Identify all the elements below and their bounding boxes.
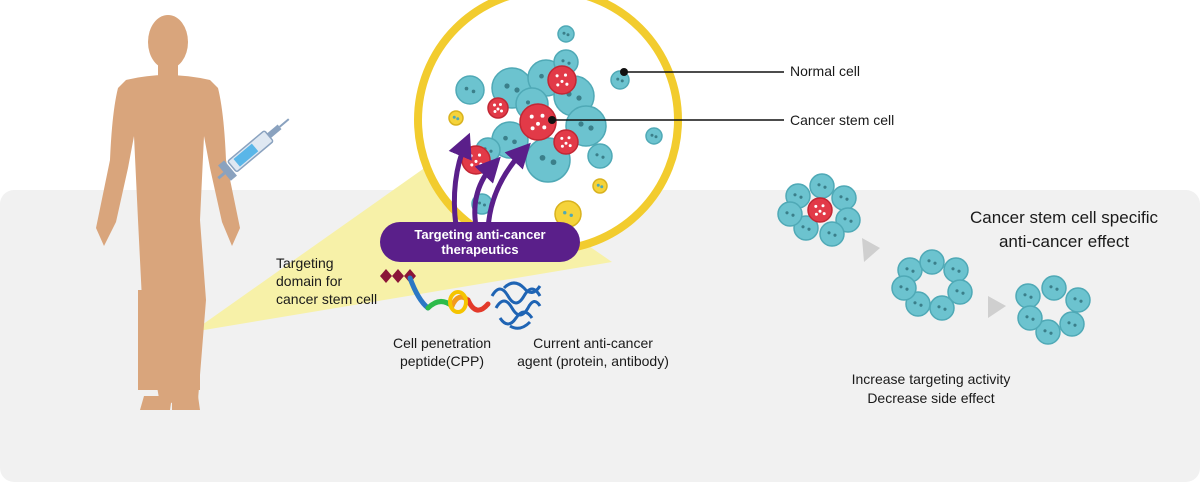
peptide-icon (407, 275, 491, 314)
process-arrows (862, 238, 1006, 318)
effect-label: Cancer stem cell specific anti-cancer ef… (946, 206, 1182, 254)
normal-cell (905, 291, 931, 317)
agent-label: Current anti-cancer agent (protein, anti… (505, 334, 681, 370)
outcome-line2: Decrease side effect (867, 390, 995, 406)
normal-cell (1035, 319, 1061, 345)
normal-cell (1017, 305, 1043, 331)
agent-line1: Current anti-cancer (533, 335, 653, 351)
therapeutics-pill: Targeting anti-cancer therapeutics (380, 222, 580, 262)
protein-structure-icon (490, 281, 542, 330)
cell-cluster-icon (777, 173, 1091, 345)
normal-cell (455, 75, 485, 105)
normal-cell (557, 25, 575, 43)
cancer-cell (461, 145, 491, 175)
normal-cell (587, 143, 613, 169)
normal-cell (891, 275, 917, 301)
normal-cell (793, 215, 819, 241)
outcome-line1: Increase targeting activity (851, 371, 1011, 387)
normal-cell (1015, 283, 1041, 309)
normal-cell (1065, 287, 1091, 313)
normal-cell-label: Normal cell (790, 63, 861, 79)
targeting-line1: Targeting (276, 255, 334, 271)
targeting-line3: cancer stem cell (276, 291, 378, 307)
small-cell (448, 110, 464, 126)
therapeutics-line1: Targeting anti-cancer (414, 227, 546, 242)
outcome-label: Increase targeting activity Decrease sid… (818, 370, 1044, 408)
normal-cell (819, 221, 845, 247)
cpp-line1: Cell penetration (392, 335, 492, 351)
cancer-cell (487, 97, 509, 119)
cpp-line2: peptide(CPP) (399, 353, 485, 369)
human-body-icon (96, 15, 240, 410)
cancer-cell (547, 65, 577, 95)
cancer-cell (553, 129, 579, 155)
targeting-arrows (448, 132, 531, 233)
effect-line1: Cancer stem cell specific (969, 208, 1158, 227)
normal-cell (777, 201, 803, 227)
targeting-line2: domain for (276, 273, 343, 289)
syringe-icon (217, 118, 290, 181)
cpp-label: Cell penetration peptide(CPP) (372, 334, 512, 370)
cancer-stem-cell-label: Cancer stem cell (790, 112, 895, 128)
targeting-domain-icon (380, 269, 416, 283)
agent-line2: agent (protein, antibody) (517, 353, 669, 369)
normal-cell (947, 279, 973, 305)
normal-cell (645, 127, 663, 145)
small-cell (592, 178, 608, 194)
normal-cell (831, 185, 857, 211)
normal-cell (809, 173, 835, 199)
small-cell (554, 200, 582, 228)
therapeutics-line2: therapeutics (441, 242, 519, 257)
magnified-view (414, 0, 682, 254)
normal-cell (1059, 311, 1085, 337)
normal-cell (929, 295, 955, 321)
normal-cell-pointer (620, 68, 784, 76)
normal-cell (835, 207, 861, 233)
cancer-stem-cell-pointer (548, 116, 784, 124)
targeting-domain-label: Targeting domain for cancer stem cell (276, 254, 377, 308)
effect-line2: anti-cancer effect (998, 232, 1130, 251)
normal-cell (943, 257, 969, 283)
normal-cell (919, 249, 945, 275)
cancer-cell (807, 197, 833, 223)
normal-cell (1041, 275, 1067, 301)
cancer-cell (519, 103, 557, 141)
